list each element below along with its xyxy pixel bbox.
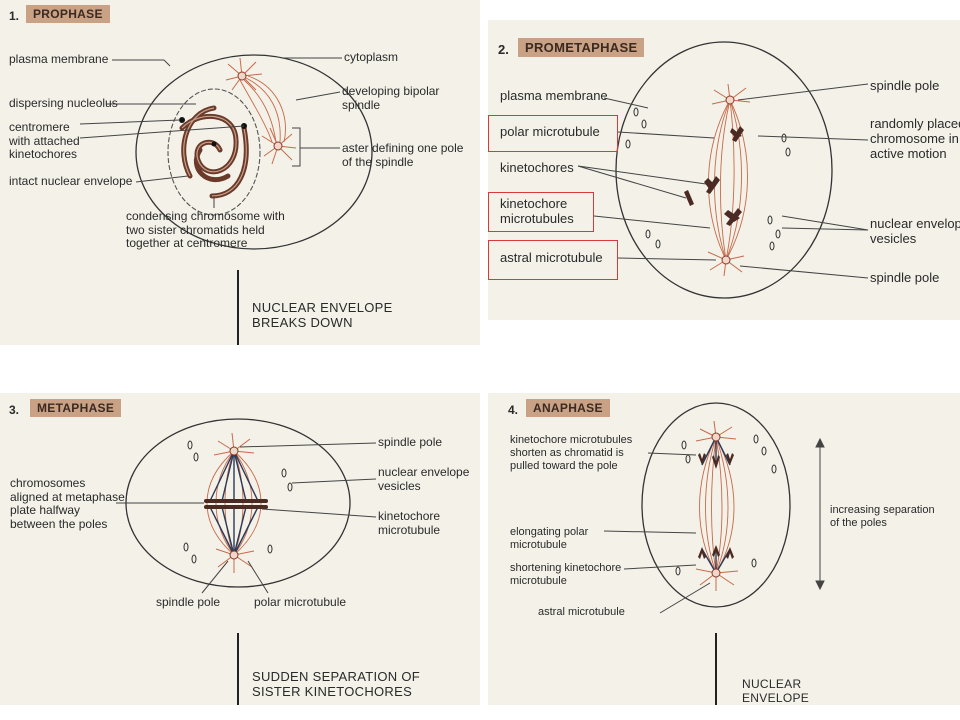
label-shortening-kinetochore: shortening kinetochore microtubule — [510, 562, 622, 587]
label-plasma-membrane: plasma membrane — [9, 52, 109, 66]
kinetochore-microtubules — [209, 450, 259, 556]
metaphase-caption: SUDDEN SEPARATION OF SISTER KINETOCHORES — [252, 669, 421, 699]
highlight-polar-microtubule — [488, 115, 618, 152]
label-spindle-pole-bottom: spindle pole — [156, 595, 221, 609]
prometaphase-diagram — [577, 41, 869, 299]
elongating-polar-microtubules — [699, 436, 735, 574]
separating-chromatids — [698, 453, 734, 559]
label-condensing-chromosome: condensing chromosome with two sister ch… — [126, 209, 285, 250]
label-intact-nuclear-envelope: intact nuclear envelope — [9, 174, 133, 188]
label-chromosomes-aligned: chromosomes aligned at metaphase plate h… — [10, 476, 125, 531]
anaphase-number: 4. — [508, 403, 519, 417]
label-elongating-polar: elongating polar microtubule — [510, 526, 589, 551]
developing-spindle — [239, 75, 286, 143]
anaphase-panel: 4. ANAPHASE kinetochore microtubules sho… — [488, 393, 960, 705]
prophase-number: 1. — [9, 9, 20, 23]
anaphase-title: ANAPHASE — [526, 399, 610, 417]
prometaphase-number: 2. — [498, 42, 509, 57]
label-spindle-pole-bottom: spindle pole — [870, 270, 940, 285]
cell-membrane — [615, 41, 833, 299]
cell-membrane — [641, 402, 791, 608]
chromosomes — [684, 126, 744, 226]
anaphase-caption: NUCLEAR ENVELOPE — [742, 677, 810, 705]
label-kinetochores: kinetochores — [500, 160, 574, 175]
prophase-title: PROPHASE — [26, 5, 110, 23]
label-kinetochore-microtubules: kinetochore microtubules — [500, 196, 574, 226]
metaphase-panel: 3. METAPHASE spindle pole nuclear envelo… — [0, 393, 480, 705]
prophase-diagram — [79, 54, 373, 345]
prometaphase-title: PROMETAPHASE — [518, 38, 645, 57]
nuclear-envelope — [167, 88, 261, 216]
metaphase-title: METAPHASE — [30, 399, 122, 417]
anaphase-diagram — [603, 402, 825, 705]
label-centromere: centromere with attached kinetochores — [9, 120, 80, 161]
label-increasing-separation: increasing separation of the poles — [830, 504, 935, 529]
cell-membrane — [135, 54, 373, 250]
label-spindle-pole-top: spindle pole — [870, 78, 940, 93]
label-kinetochore-shorten: kinetochore microtubules shorten as chro… — [510, 434, 633, 472]
metaphase-diagram — [116, 418, 377, 705]
nuclear-envelope-vesicles — [675, 434, 777, 576]
label-developing-spindle: developing bipolar spindle — [342, 84, 440, 112]
centromere — [179, 117, 185, 123]
prophase-panel: 1. PROPHASE plasma membrane dispersing n… — [0, 0, 480, 345]
label-cytoplasm: cytoplasm — [344, 50, 399, 64]
metaphase-plate-chromosomes — [204, 499, 268, 509]
label-astral-microtubule: astral microtubule — [500, 250, 603, 265]
prometaphase-panel: 2. PROMETAPHASE plasma membrane polar mi… — [488, 20, 960, 320]
label-randomly-placed-chromosome: randomly placed chromosome in active mot… — [870, 116, 960, 161]
label-dispersing-nucleolus: dispersing nucleolus — [9, 96, 118, 110]
label-aster: aster defining one pole of the spindle — [342, 141, 464, 169]
label-spindle-pole-top: spindle pole — [378, 435, 443, 449]
nuclear-envelope-vesicles — [625, 107, 791, 251]
label-polar-microtubule: polar microtubule — [254, 595, 347, 609]
label-plasma-membrane: plasma membrane — [500, 88, 608, 103]
label-kinetochore-microtubule: kinetochore microtubule — [378, 509, 441, 537]
metaphase-number: 3. — [9, 403, 20, 417]
nuclear-envelope-vesicles — [183, 440, 293, 564]
label-astral-microtubule: astral microtubule — [538, 606, 625, 618]
label-polar-microtubule: polar microtubule — [500, 124, 600, 139]
label-nuclear-envelope-vesicles: nuclear envelope vesicles — [378, 465, 470, 493]
highlight-astral-microtubule — [488, 240, 618, 280]
label-nuclear-envelope-vesicles: nuclear envelope vesicles — [870, 216, 960, 246]
highlight-kinetochore-microtubules — [488, 192, 594, 232]
prophase-caption: NUCLEAR ENVELOPE BREAKS DOWN — [252, 300, 393, 330]
separation-arrow — [815, 437, 825, 591]
